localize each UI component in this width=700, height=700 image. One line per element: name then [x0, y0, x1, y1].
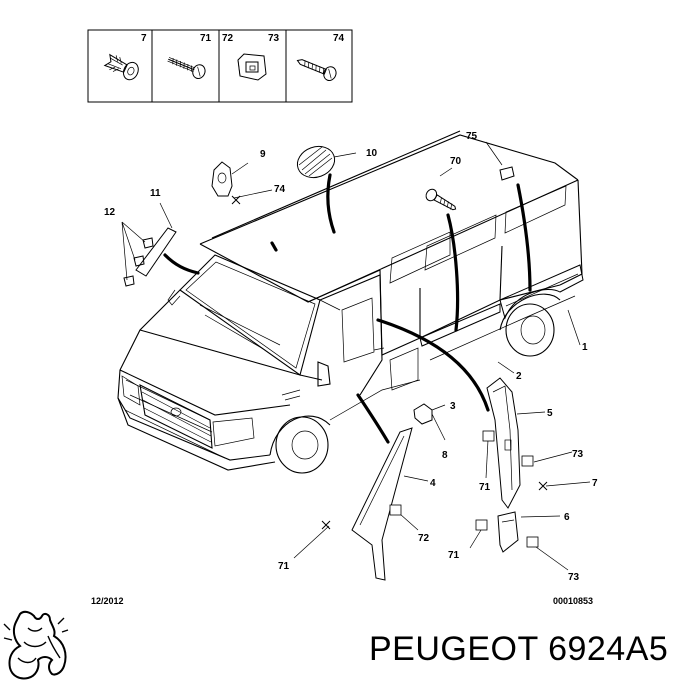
- callout-7: 7: [592, 478, 598, 489]
- legend-label-73: 73: [268, 33, 280, 44]
- part-9-clip: [211, 161, 249, 197]
- square-markers: [389, 430, 539, 548]
- callout-3: 3: [450, 401, 456, 412]
- callout-4: 4: [430, 478, 436, 489]
- leader-lines: [233, 167, 591, 571]
- callout-71-right: 71: [479, 482, 491, 493]
- legend-label-71: 71: [200, 33, 212, 44]
- peugeot-lion-logo: [3, 610, 69, 680]
- callout-73-top: 73: [572, 449, 584, 460]
- callout-74: 74: [274, 184, 286, 195]
- part-11-trim-strip: [135, 202, 177, 277]
- legend-label-74: 74: [333, 33, 345, 44]
- rear-wheel-arch-trim: [499, 264, 584, 320]
- screw-icon: [167, 57, 206, 79]
- part-70-screw: [425, 188, 457, 211]
- diagram-date: 12/2012: [91, 596, 124, 606]
- a-pillar-trim: [351, 427, 413, 581]
- part-10-cap: [296, 145, 357, 179]
- callout-1: 1: [582, 342, 588, 353]
- lower-pillar-trim: [497, 511, 519, 553]
- callout-5: 5: [547, 408, 553, 419]
- callout-2: 2: [516, 371, 522, 382]
- pointer-lines: [163, 173, 532, 444]
- van-outline: [117, 130, 583, 474]
- cross-markers: [231, 195, 548, 530]
- fastener-legend-box: 7 71 72 73 74: [87, 29, 353, 103]
- door-sill-trim: [419, 303, 501, 347]
- legend-label-7: 7: [141, 33, 147, 44]
- callout-70: 70: [450, 156, 462, 167]
- callout-73-bottom: 73: [568, 572, 580, 583]
- part-3-clip: [413, 403, 446, 441]
- callout-6: 6: [564, 512, 570, 523]
- diagram-reference: 00010853: [553, 596, 593, 606]
- part-75-stud: [485, 141, 515, 181]
- callout-72: 72: [418, 533, 430, 544]
- callout-71-left: 71: [278, 561, 290, 572]
- callout-11: 11: [150, 188, 161, 199]
- cage-nut-icon: [237, 53, 267, 81]
- callout-71-bottom: 71: [448, 550, 460, 561]
- part-12-pads: [121, 221, 154, 287]
- tapping-screw-icon: [296, 59, 337, 81]
- callout-75: 75: [466, 131, 478, 142]
- push-clip-icon: [103, 53, 139, 81]
- callout-12: 12: [104, 207, 116, 218]
- legend-label-72: 72: [222, 33, 234, 44]
- b-pillar-trim: [486, 377, 521, 509]
- callout-8: 8: [442, 450, 448, 461]
- brand-part-caption: PEUGEOT 6924A5: [369, 630, 669, 668]
- callout-10: 10: [366, 148, 378, 159]
- callout-9: 9: [260, 149, 266, 160]
